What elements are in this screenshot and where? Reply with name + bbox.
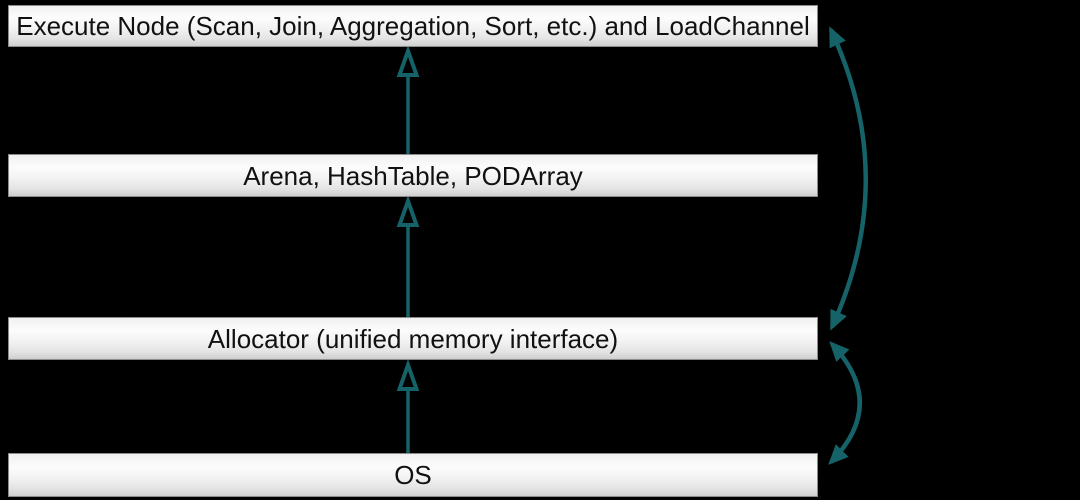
layer-arena-label: Arena, HashTable, PODArray	[243, 160, 583, 191]
curved-arrow-allocator-os-icon	[828, 341, 862, 465]
layer-allocator: Allocator (unified memory interface)	[8, 317, 818, 360]
up-arrow-os-to-allocator-icon	[396, 359, 420, 453]
layer-os-label: OS	[394, 460, 432, 490]
layer-os: OS	[8, 453, 818, 497]
up-arrow-allocator-to-arena-icon	[396, 195, 420, 317]
up-arrow-arena-to-execute-icon	[396, 45, 420, 154]
layer-arena: Arena, HashTable, PODArray	[8, 154, 818, 197]
layer-allocator-label: Allocator (unified memory interface)	[207, 323, 619, 354]
curved-arrow-execute-allocator-icon	[828, 26, 868, 331]
layer-execute-node: Execute Node (Scan, Join, Aggregation, S…	[8, 5, 818, 47]
layer-execute-node-label: Execute Node (Scan, Join, Aggregation, S…	[16, 11, 810, 41]
